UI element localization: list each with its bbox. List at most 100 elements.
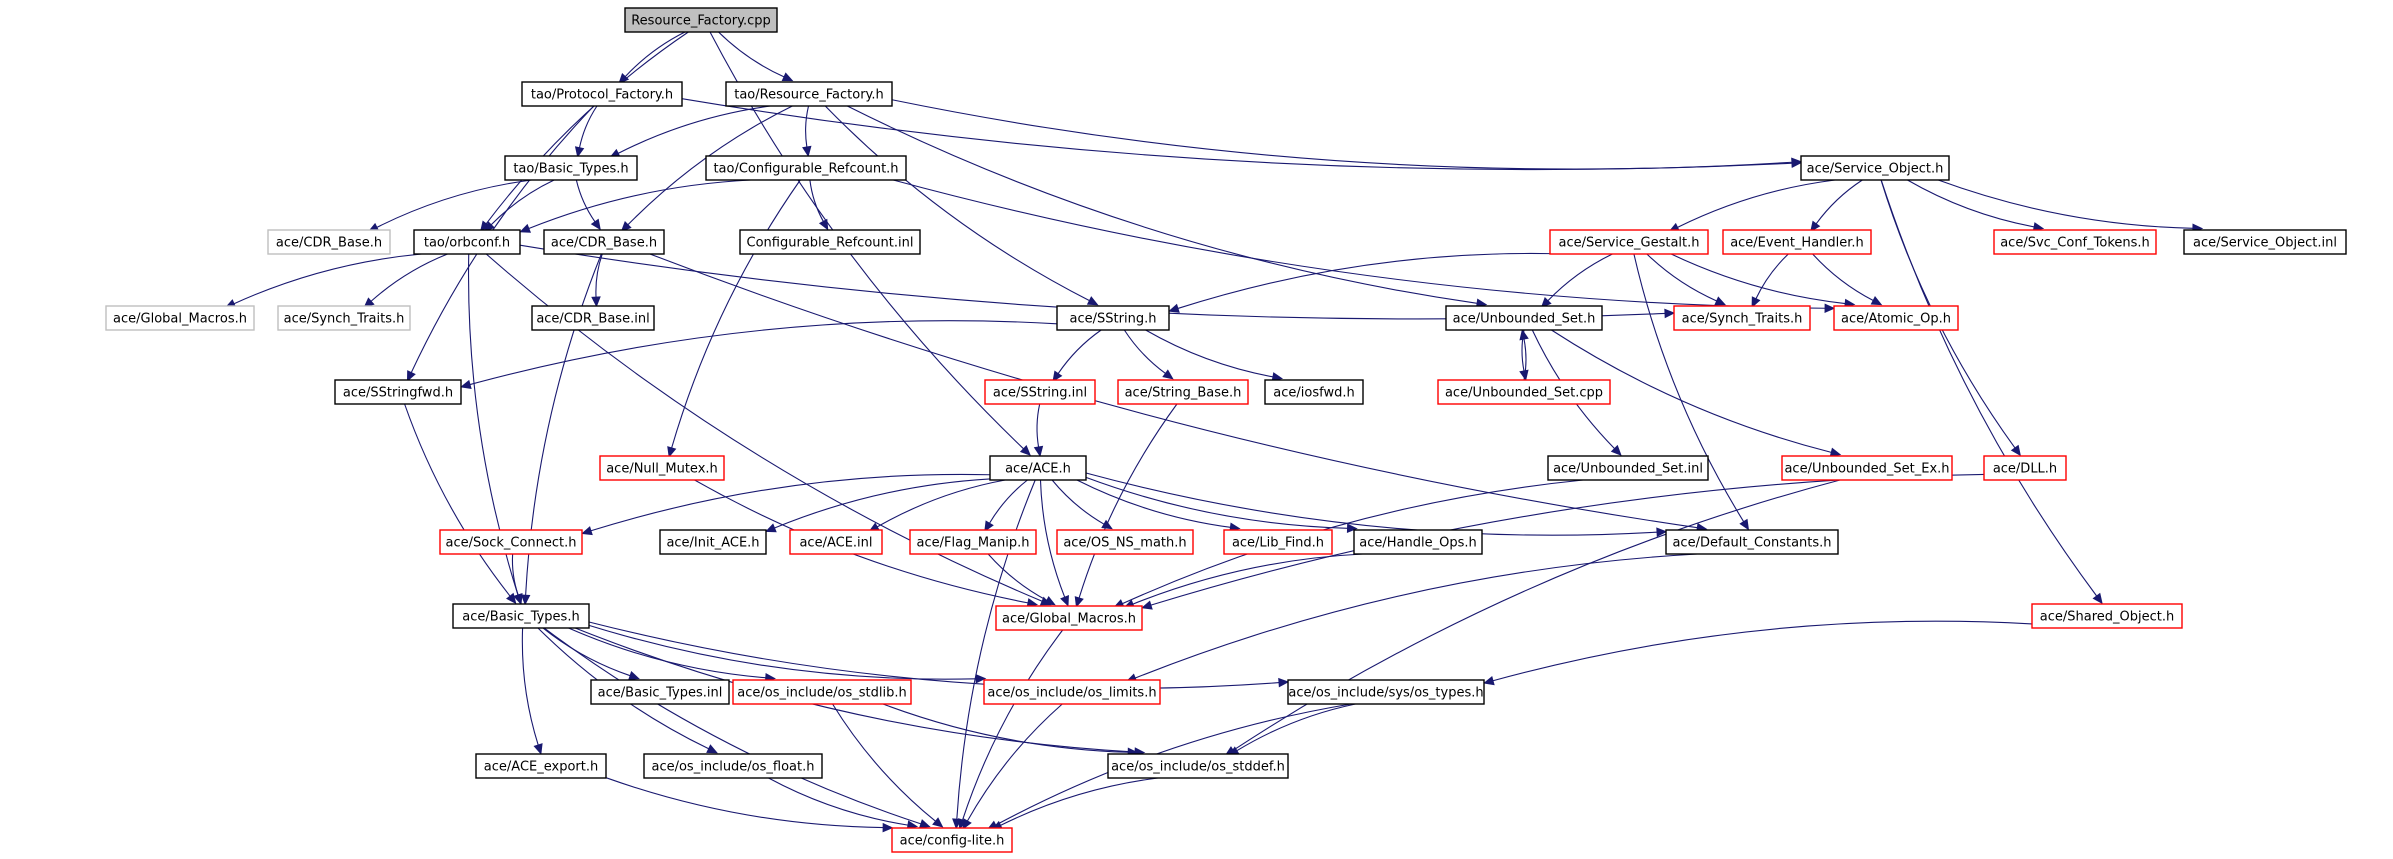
node-ace-basic-types[interactable]: ace/Basic_Types.h xyxy=(452,603,590,629)
node-label: ace/OS_NS_math.h xyxy=(1063,536,1186,551)
node-label: ace/Null_Mutex.h xyxy=(606,462,718,477)
node-ace-unbounded-set[interactable]: ace/Unbounded_Set.h xyxy=(1445,305,1603,331)
node-box xyxy=(995,605,1143,631)
node-label: ace/Default_Constants.h xyxy=(1672,536,1831,551)
node-label: ace/Svc_Conf_Tokens.h xyxy=(2000,236,2150,251)
node-ace-os-float[interactable]: ace/os_include/os_float.h xyxy=(643,753,823,779)
node-box xyxy=(334,379,462,405)
node-label: ace/os_include/os_stdlib.h xyxy=(737,686,906,701)
edge-ace_os_limits-to-ace_config_lite xyxy=(962,703,1063,830)
node-ace-config-lite[interactable]: ace/config-lite.h xyxy=(891,827,1013,853)
node-ace-basic-types-inl[interactable]: ace/Basic_Types.inl xyxy=(590,679,730,705)
node-ace-cdr-base-ext: ace/CDR_Base.h xyxy=(267,229,391,255)
node-ace-cdr-base[interactable]: ace/CDR_Base.h xyxy=(543,229,665,255)
edge-ace_ace-to-ace_global_macros xyxy=(1039,479,1069,607)
node-ace-ace-inl[interactable]: ace/ACE.inl xyxy=(789,529,883,555)
node-label: ace/iosfwd.h xyxy=(1273,386,1354,401)
node-configurable-refcount-inl[interactable]: Configurable_Refcount.inl xyxy=(739,229,921,255)
node-ace-os-ns-math[interactable]: ace/OS_NS_math.h xyxy=(1056,529,1194,555)
node-tao-configurable-refcount[interactable]: tao/Configurable_Refcount.h xyxy=(705,155,907,181)
node-box xyxy=(789,529,883,555)
node-box xyxy=(1223,529,1333,555)
node-ace-os-limits[interactable]: ace/os_include/os_limits.h xyxy=(983,679,1161,705)
edge-tao_configurable_refcount-to-configurable_refcount_inl xyxy=(809,179,829,231)
node-ace-sstringfwd[interactable]: ace/SStringfwd.h xyxy=(334,379,462,405)
edge-tao_configurable_refcount-to-ace_null_mutex xyxy=(667,179,801,458)
node-box xyxy=(1264,379,1364,405)
edge-ace_shared_object-to-ace_os_sys_types xyxy=(1483,620,2033,686)
node-ace-atomic-op[interactable]: ace/Atomic_Op.h xyxy=(1833,305,1959,331)
edge-ace_sstring-to-ace_sstringfwd xyxy=(460,320,1058,390)
node-ace-handle-ops[interactable]: ace/Handle_Ops.h xyxy=(1353,529,1483,555)
node-ace-global-macros[interactable]: ace/Global_Macros.h xyxy=(995,605,1143,631)
node-ace-sock-connect[interactable]: ace/Sock_Connect.h xyxy=(439,529,583,555)
node-ace-ace-export[interactable]: ace/ACE_export.h xyxy=(475,753,607,779)
node-box xyxy=(504,155,638,181)
node-ace-string-base[interactable]: ace/String_Base.h xyxy=(1117,379,1249,405)
node-label: ace/os_include/sys/os_types.h xyxy=(1288,686,1483,701)
node-label: ace/String_Base.h xyxy=(1125,386,1242,401)
node-ace-event-handler[interactable]: ace/Event_Handler.h xyxy=(1722,229,1872,255)
node-ace-shared-object[interactable]: ace/Shared_Object.h xyxy=(2031,603,2183,629)
edge-tao_protocol_factory-to-tao_basic_types xyxy=(574,105,598,158)
edge-ace_event_handler-to-ace_synch_traits xyxy=(1751,253,1789,308)
node-tao-basic-types[interactable]: tao/Basic_Types.h xyxy=(504,155,638,181)
node-label: ace/Handle_Ops.h xyxy=(1359,536,1476,551)
edge-ace_service_gestalt-to-ace_atomic_op xyxy=(1670,253,1856,309)
node-label: ace/CDR_Base.h xyxy=(551,236,657,251)
node-box xyxy=(1056,305,1170,331)
edge-ace_handle_ops-to-ace_global_macros xyxy=(1123,553,1363,609)
node-ace-unbounded-set-inl[interactable]: ace/Unbounded_Set.inl xyxy=(1547,455,1709,481)
node-label: ace/Atomic_Op.h xyxy=(1841,312,1951,327)
node-ace-svc-conf-tokens[interactable]: ace/Svc_Conf_Tokens.h xyxy=(1993,229,2157,255)
edge-ace_unbounded_set_cpp-to-ace_unbounded_set xyxy=(1519,328,1529,381)
edge-ace_service_gestalt-to-ace_synch_traits xyxy=(1646,253,1727,306)
edge-ace_sstring_inl-to-ace_ace xyxy=(1033,403,1044,458)
node-ace-dll[interactable]: ace/DLL.h xyxy=(1983,455,2067,481)
node-ace-unbounded-set-cpp[interactable]: ace/Unbounded_Set.cpp xyxy=(1437,379,1611,405)
node-box xyxy=(705,155,907,181)
node-ace-service-gestalt[interactable]: ace/Service_Gestalt.h xyxy=(1549,229,1709,255)
node-box xyxy=(543,229,665,255)
node-ace-sstring[interactable]: ace/SString.h xyxy=(1056,305,1170,331)
node-box xyxy=(2183,229,2347,255)
node-box xyxy=(277,305,411,331)
node-box xyxy=(983,679,1161,705)
node-label: ace/Init_ACE.h xyxy=(666,536,759,551)
node-label: ace/Synch_Traits.h xyxy=(1682,312,1803,327)
node-box xyxy=(439,529,583,555)
node-ace-synch-traits[interactable]: ace/Synch_Traits.h xyxy=(1673,305,1811,331)
node-ace-service-object-inl[interactable]: ace/Service_Object.inl xyxy=(2183,229,2347,255)
node-label: ace/Synch_Traits.h xyxy=(284,312,405,327)
node-ace-lib-find[interactable]: ace/Lib_Find.h xyxy=(1223,529,1333,555)
node-tao-resource-factory[interactable]: tao/Resource_Factory.h xyxy=(725,81,893,107)
node-label: ace/CDR_Base.h xyxy=(276,236,382,251)
node-ace-service-object[interactable]: ace/Service_Object.h xyxy=(1800,155,1950,181)
edge-root-to-tao_protocol_factory xyxy=(618,31,686,85)
node-box xyxy=(1673,305,1811,331)
node-ace-flag-manip[interactable]: ace/Flag_Manip.h xyxy=(909,529,1037,555)
node-label: ace/SStringfwd.h xyxy=(343,386,453,401)
node-ace-os-stdlib[interactable]: ace/os_include/os_stdlib.h xyxy=(732,679,912,705)
node-ace-ace[interactable]: ace/ACE.h xyxy=(989,455,1087,481)
node-tao-orbconf[interactable]: tao/orbconf.h xyxy=(413,229,521,255)
node-box xyxy=(909,529,1037,555)
node-ace-init-ace[interactable]: ace/Init_ACE.h xyxy=(659,529,767,555)
node-ace-os-sys-types[interactable]: ace/os_include/sys/os_types.h xyxy=(1287,679,1485,705)
edge-ace_os_sys_types-to-ace_os_stddef xyxy=(1228,703,1356,757)
node-ace-unbounded-set-ex[interactable]: ace/Unbounded_Set_Ex.h xyxy=(1781,455,1953,481)
node-ace-sstring-inl[interactable]: ace/SString.inl xyxy=(984,379,1096,405)
node-ace-os-stddef[interactable]: ace/os_include/os_stddef.h xyxy=(1107,753,1289,779)
node-ace-iosfwd[interactable]: ace/iosfwd.h xyxy=(1264,379,1364,405)
node-label: tao/Basic_Types.h xyxy=(513,162,628,177)
node-tao-protocol-factory[interactable]: tao/Protocol_Factory.h xyxy=(521,81,683,107)
node-label: ace/Basic_Types.h xyxy=(462,610,579,625)
node-ace-default-constants[interactable]: ace/Default_Constants.h xyxy=(1665,529,1839,555)
edge-ace_ace-to-ace_ace_inl xyxy=(868,479,1006,532)
edge-ace_sock_connect-to-ace_basic_types xyxy=(511,553,523,605)
edge-ace_ace-to-ace_default_constants xyxy=(1085,472,1668,537)
node-ace-null-mutex[interactable]: ace/Null_Mutex.h xyxy=(599,455,725,481)
node-ace-cdr-base-inl[interactable]: ace/CDR_Base.inl xyxy=(531,305,655,331)
edge-root-to-tao_orbconf xyxy=(480,31,689,232)
edge-tao_basic_types-to-ace_cdr_base xyxy=(575,179,601,231)
